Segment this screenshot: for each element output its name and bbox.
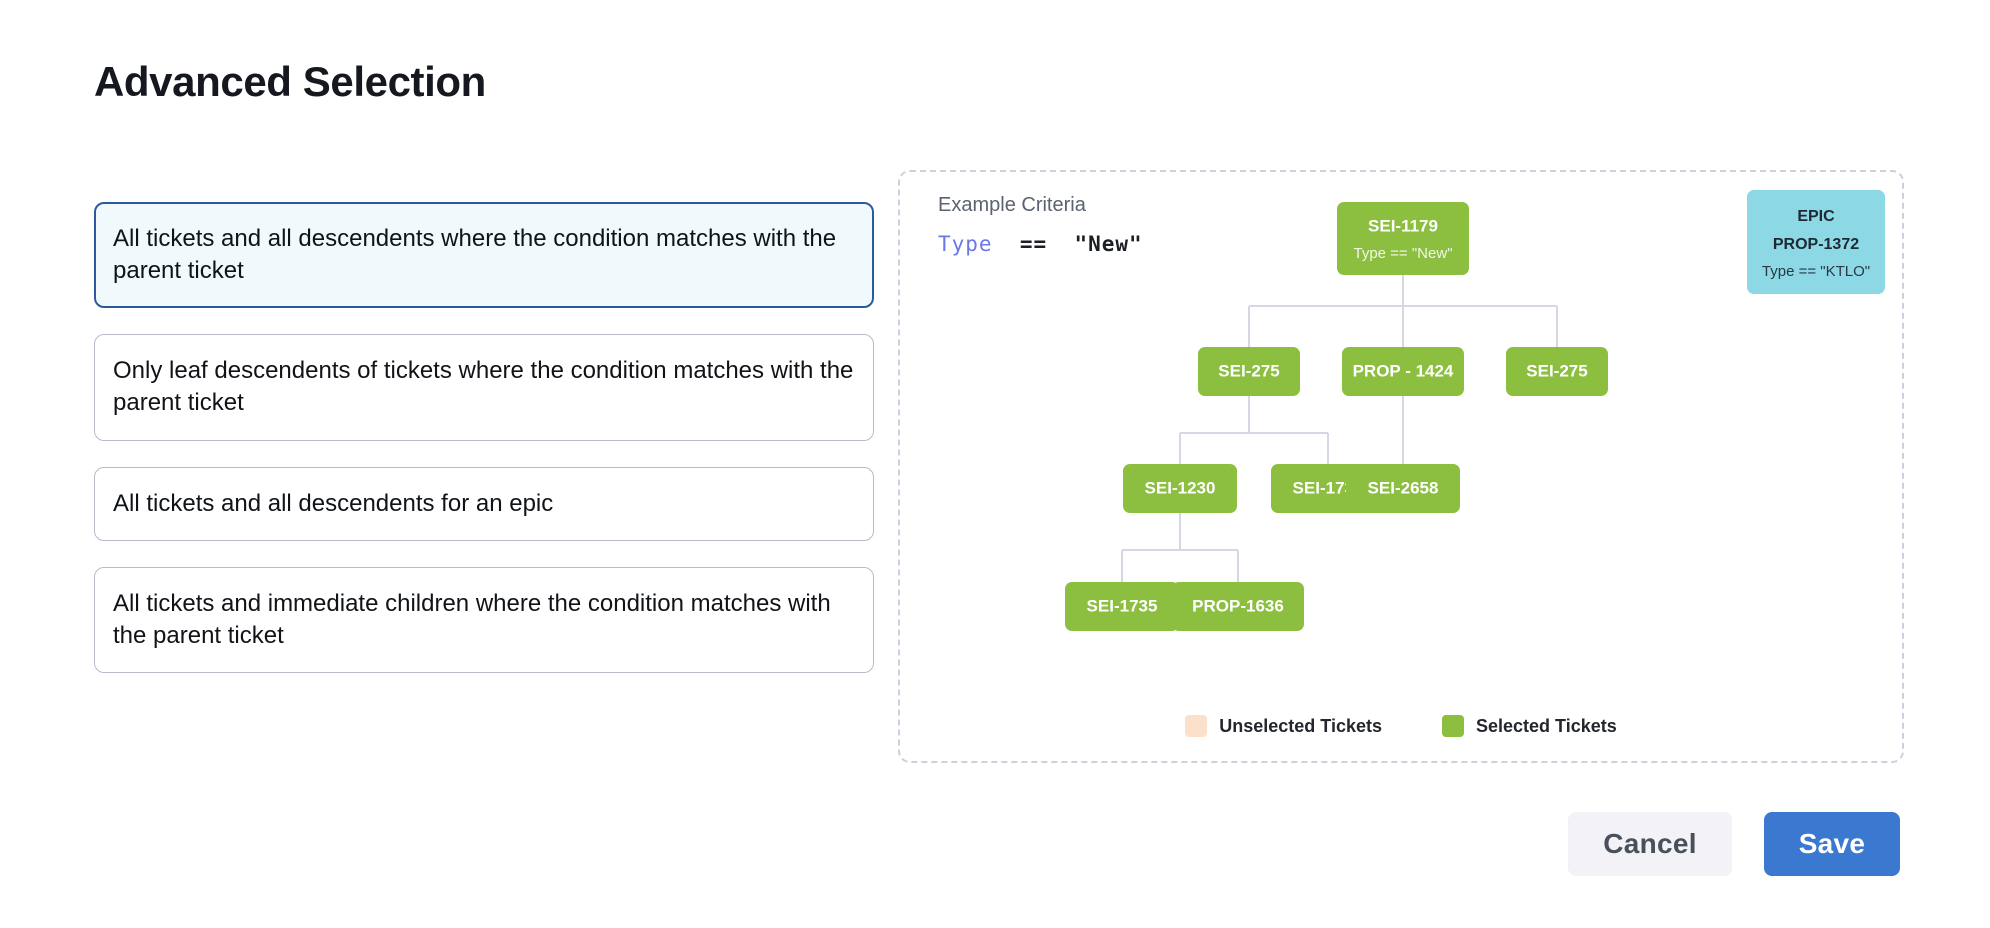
example-diagram-panel: Example Criteria Type == "New" (898, 170, 1904, 763)
tree-node-sublabel: Type == "New" (1353, 245, 1452, 262)
tree-node-rect (1337, 202, 1469, 275)
option-label: All tickets and all descendents where th… (113, 225, 837, 285)
cancel-button[interactable]: Cancel (1568, 812, 1732, 876)
epic-node-condition: Type == "KTLO" (1762, 263, 1870, 280)
option-card-leaf-descendents[interactable]: Only leaf descendents of tickets where t… (94, 334, 874, 441)
tree-node-rect (1065, 582, 1179, 631)
legend-item-selected: Selected Tickets (1442, 715, 1617, 737)
legend-swatch-unselected (1185, 715, 1208, 737)
tree-node-label: SEI-1735 (1087, 596, 1158, 615)
tree-node-label: SEI-1735 (1293, 478, 1364, 497)
criteria-value: "New" (1074, 232, 1143, 256)
tree-node-sei-1230[interactable]: SEI-1230 (1123, 464, 1237, 513)
tree-node-rect (1198, 347, 1300, 396)
epic-node-type: EPIC (1797, 208, 1835, 225)
tree-node-sei-275-left[interactable]: SEI-275 (1198, 347, 1300, 396)
option-card-all-descendents[interactable]: All tickets and all descendents where th… (94, 202, 874, 309)
criteria-expression: Type == "New" (938, 232, 1143, 256)
tree-node-sei-275-right[interactable]: SEI-275 (1506, 347, 1608, 396)
tree-node-prop-1636[interactable]: PROP-1636 (1172, 582, 1304, 631)
tree-node-rect (1123, 464, 1237, 513)
tree-node-epic[interactable]: EPIC PROP-1372 Type == "KTLO" (1747, 190, 1885, 294)
page-title: Advanced Selection (94, 58, 486, 105)
tree-node-label: PROP-1636 (1192, 596, 1284, 615)
dialog-footer: Cancel Save (1568, 812, 1900, 876)
diagram-legend: Unselected Tickets Selected Tickets (900, 715, 1902, 737)
tree-node-rect (1172, 582, 1304, 631)
option-label: All tickets and all descendents for an e… (113, 489, 554, 517)
tree-node-rect (1346, 464, 1460, 513)
tree-node-prop-1424[interactable]: PROP - 1424 (1342, 347, 1464, 396)
tree-node-rect (1342, 347, 1464, 396)
option-card-immediate-children[interactable]: All tickets and immediate children where… (94, 566, 874, 674)
save-button[interactable]: Save (1764, 812, 1900, 876)
option-card-epic-descendents[interactable]: All tickets and all descendents for an e… (94, 466, 874, 541)
selection-options-list: All tickets and all descendents where th… (94, 202, 874, 699)
legend-swatch-selected (1442, 715, 1464, 737)
tree-node-rect (1506, 347, 1608, 396)
ticket-tree-diagram: SEI-1179 Type == "New" EPIC PROP-1372 Ty… (1065, 190, 1885, 631)
tree-node-label: SEI-1230 (1145, 478, 1216, 497)
tree-node-root[interactable]: SEI-1179 Type == "New" (1337, 202, 1469, 275)
option-label: All tickets and immediate children where… (113, 589, 831, 649)
tree-node-sei-2658[interactable]: SEI-2658 (1346, 464, 1460, 513)
tree-node-label: SEI-275 (1526, 361, 1587, 380)
epic-node-key: PROP-1372 (1773, 236, 1859, 253)
tree-node-sei-1735-lower[interactable]: SEI-1735 (1065, 582, 1179, 631)
tree-node-label: SEI-275 (1218, 361, 1279, 380)
tree-node-rect (1747, 190, 1885, 294)
legend-item-unselected: Unselected Tickets (1185, 715, 1382, 737)
option-label: Only leaf descendents of tickets where t… (113, 357, 854, 417)
legend-label: Unselected Tickets (1219, 715, 1382, 736)
tree-node-label: SEI-2658 (1368, 478, 1439, 497)
tree-node-label: PROP - 1424 (1353, 361, 1454, 380)
tree-node-label: SEI-1179 (1368, 216, 1438, 235)
legend-label: Selected Tickets (1476, 715, 1617, 736)
criteria-title: Example Criteria (938, 194, 1086, 216)
criteria-operator: == (1019, 232, 1048, 256)
criteria-key: Type (938, 232, 993, 256)
